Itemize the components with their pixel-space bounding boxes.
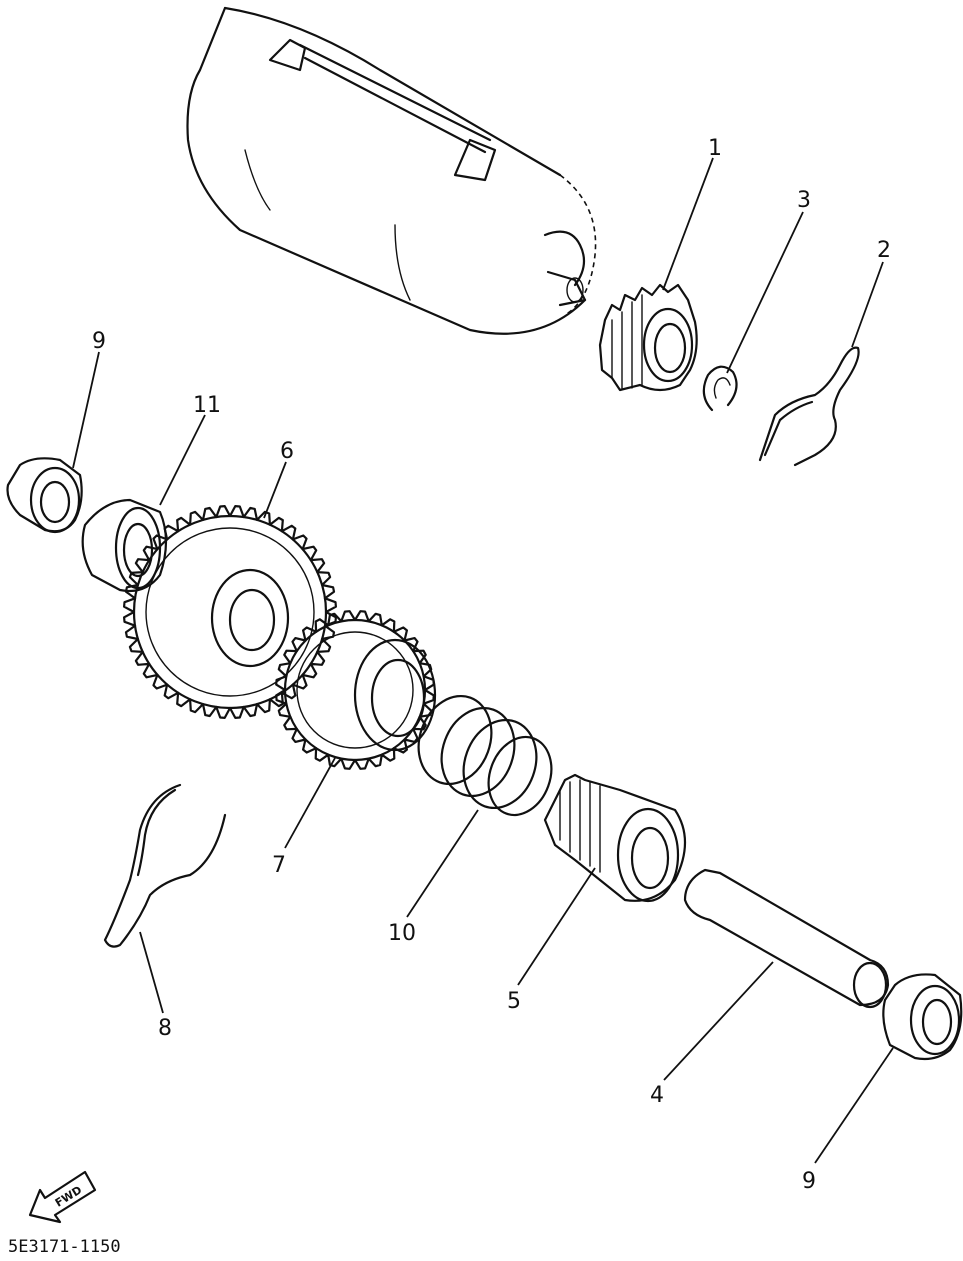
part-5-sleeve bbox=[543, 773, 686, 903]
drawing-code: 5E3171-1150 bbox=[8, 1237, 121, 1257]
part-2-clip bbox=[758, 346, 860, 467]
fwd-arrow-icon: FWD bbox=[28, 1170, 97, 1224]
gear-teeth bbox=[123, 505, 337, 719]
part-10-spring bbox=[417, 694, 553, 817]
callout-labels: 1 3 2 9 11 6 7 10 5 8 4 9 bbox=[92, 136, 891, 1194]
callout-11: 11 bbox=[193, 393, 221, 418]
starter-motor bbox=[186, 6, 597, 335]
part-3-circlip bbox=[702, 365, 738, 412]
callout-1: 1 bbox=[708, 136, 722, 161]
part-7-gear bbox=[275, 610, 437, 770]
callout-4: 4 bbox=[650, 1083, 664, 1108]
callout-3: 3 bbox=[797, 188, 811, 213]
callout-2: 2 bbox=[877, 238, 891, 263]
part-1-gear bbox=[598, 283, 698, 392]
gear-teeth bbox=[275, 610, 435, 770]
callout-5: 5 bbox=[507, 989, 521, 1014]
callout-9-top: 9 bbox=[92, 329, 106, 354]
part-9-bearing-left bbox=[6, 457, 83, 534]
callout-leaders bbox=[72, 157, 894, 1164]
part-6-large-gear bbox=[123, 505, 337, 719]
callout-8: 8 bbox=[158, 1016, 172, 1041]
callout-6: 6 bbox=[280, 439, 294, 464]
callout-7: 7 bbox=[272, 853, 286, 878]
callout-10: 10 bbox=[388, 921, 416, 946]
part-8-clip bbox=[103, 783, 227, 948]
part-4-shaft bbox=[683, 868, 890, 1009]
callout-9-bottom: 9 bbox=[802, 1169, 816, 1194]
part-9-bearing-right bbox=[882, 973, 963, 1061]
